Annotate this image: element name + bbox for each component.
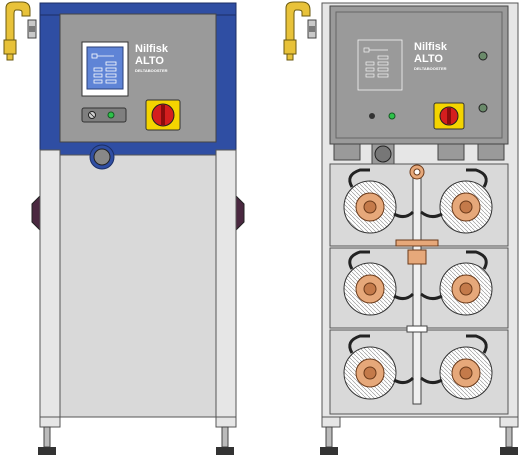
power-indicator-light [108, 112, 114, 118]
open-control-panel [330, 6, 508, 144]
left-side-handle [32, 196, 40, 230]
left-inlet-fitting [4, 2, 36, 60]
model-name: DELTABOOSTER [135, 68, 168, 73]
right-unit: Nilfisk ALTO DELTABOOSTER [284, 2, 518, 455]
left-unit: Nilfisk ALTO DELTABOOSTER [4, 2, 244, 455]
brand-name-open: Nilfisk [414, 41, 448, 53]
brand-sub-open: ALTO [414, 53, 443, 65]
central-manifold [413, 172, 421, 404]
power-indicator-open [389, 113, 395, 119]
right-unit-feet [320, 417, 518, 455]
key-switch-open[interactable] [369, 113, 375, 119]
brand-sub: ALTO [135, 55, 164, 67]
right-side-handle [236, 196, 244, 230]
brand-name: Nilfisk [135, 43, 169, 55]
indicator-light-bottom [479, 104, 487, 112]
left-unit-feet [38, 417, 236, 455]
model-name-open: DELTABOOSTER [414, 66, 447, 71]
indicator-light-top [479, 52, 487, 60]
right-inlet-fitting [284, 2, 316, 60]
